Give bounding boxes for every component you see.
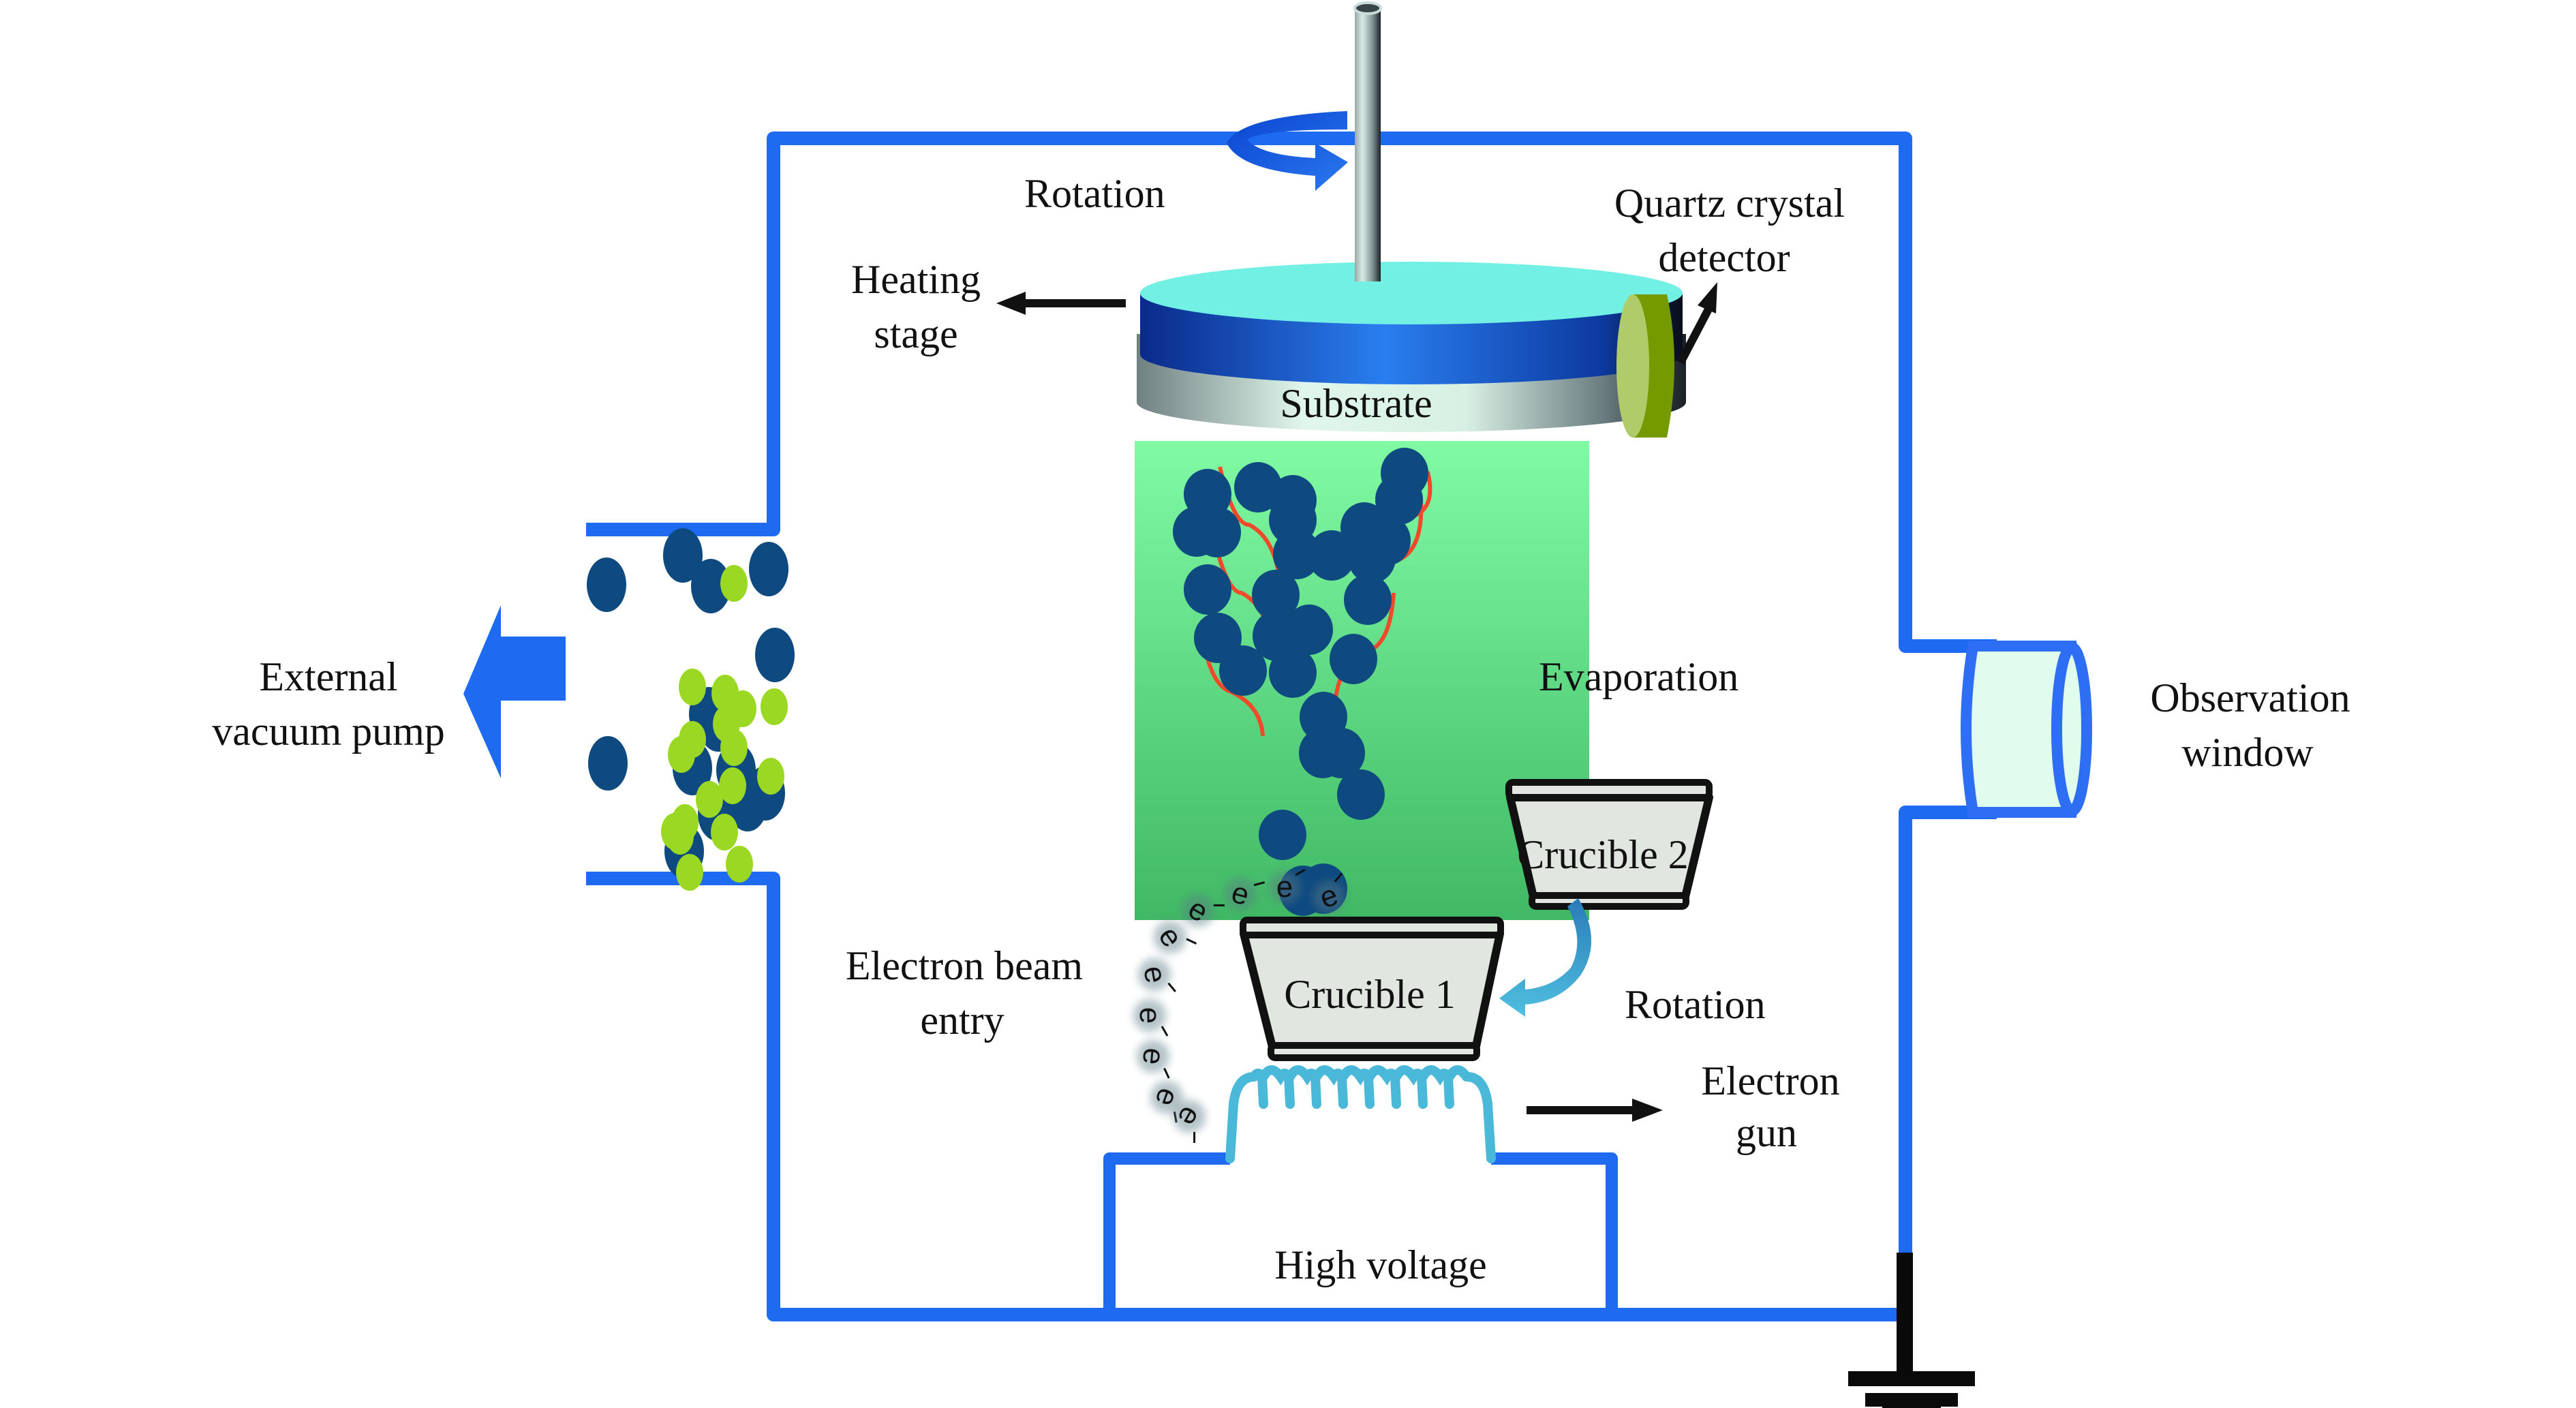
gas-particle-light bbox=[668, 736, 695, 773]
gas-particle-light bbox=[711, 814, 738, 851]
vapor-particle bbox=[1375, 474, 1423, 525]
gas-particle-dark bbox=[755, 628, 795, 682]
chamber-wall-right-lower bbox=[1899, 806, 1997, 1254]
electron: e bbox=[1136, 1040, 1171, 1079]
beam-entry-label-2: entry bbox=[920, 998, 1004, 1043]
quartz-arrow-icon bbox=[1676, 282, 1717, 365]
vapor-particle bbox=[1337, 769, 1385, 820]
vapor-particle bbox=[1344, 575, 1392, 625]
gas-particle-light bbox=[661, 813, 688, 850]
gas-particle-light bbox=[726, 846, 753, 883]
rotation-crucible-label: Rotation bbox=[1625, 982, 1766, 1027]
pump-arrow-icon bbox=[463, 605, 566, 778]
rotation-top-label: Rotation bbox=[1024, 171, 1165, 216]
vapor-particle bbox=[1299, 728, 1347, 778]
quartz-label-2: detector bbox=[1658, 235, 1790, 280]
substrate-label: Substrate bbox=[1280, 381, 1432, 426]
svg-text:e: e bbox=[1276, 870, 1293, 904]
gas-particle-dark bbox=[749, 542, 788, 596]
evaporated-particles bbox=[1173, 448, 1428, 916]
heating-stage-arrow-icon bbox=[996, 292, 1126, 315]
pump-label-2: vacuum pump bbox=[212, 709, 445, 754]
electron-gun-label-2: gun bbox=[1736, 1110, 1797, 1155]
coil-loops bbox=[1249, 1065, 1471, 1109]
electron: e bbox=[1224, 876, 1266, 912]
gas-particle-light bbox=[719, 767, 746, 804]
electron-gun-label-1: Electron bbox=[1701, 1058, 1839, 1103]
vapor-particle bbox=[1308, 530, 1355, 581]
electron: e bbox=[1313, 872, 1345, 915]
crucible-2-label: Crucible 2 bbox=[1517, 832, 1689, 877]
crucible-1 bbox=[1240, 917, 1504, 1061]
high-voltage-label: High voltage bbox=[1274, 1242, 1487, 1287]
rotation-arrow-crucible-icon bbox=[1499, 898, 1592, 1017]
svg-text:e: e bbox=[1136, 1047, 1171, 1067]
gas-particle-dark bbox=[587, 557, 626, 612]
gas-particle-dark bbox=[663, 528, 703, 583]
heating-stage-label-2: stage bbox=[874, 311, 957, 356]
observation-window-icon bbox=[1961, 641, 2092, 818]
vapor-particle bbox=[1273, 529, 1321, 579]
rotation-arrow-top-icon bbox=[1227, 111, 1348, 191]
observation-window-label-1: Observation bbox=[2150, 675, 2350, 720]
vapor-particle bbox=[1269, 647, 1317, 698]
gas-particle-light bbox=[679, 669, 706, 705]
evaporation-label: Evaporation bbox=[1539, 654, 1738, 699]
heating-stage-label-1: Heating bbox=[851, 257, 981, 302]
gas-particle-light bbox=[676, 854, 703, 891]
vapor-particle bbox=[1259, 810, 1306, 860]
gas-particle-dark bbox=[691, 559, 731, 613]
gas-particle-dark bbox=[588, 736, 628, 791]
crucible-2 bbox=[1505, 779, 1713, 910]
electron: e bbox=[1133, 999, 1169, 1037]
quartz-crystal-detector-icon bbox=[1616, 294, 1674, 438]
ground-bar-small bbox=[1882, 1404, 1941, 1408]
beam-entry-label-1: Electron beam bbox=[846, 943, 1083, 988]
electron: e bbox=[1268, 868, 1306, 904]
crucible-1-label: Crucible 1 bbox=[1284, 972, 1456, 1017]
electron: e bbox=[1171, 1100, 1208, 1143]
quartz-label-1: Quartz crystal bbox=[1614, 181, 1845, 226]
vapor-particle bbox=[1348, 533, 1396, 583]
filament-coil bbox=[1249, 1065, 1471, 1109]
vapor-particle bbox=[1219, 645, 1267, 696]
chamber-wall-upper bbox=[586, 132, 1997, 653]
svg-text:e: e bbox=[1133, 1007, 1167, 1024]
high-voltage-supply bbox=[1103, 1152, 1618, 1315]
vapor-particle bbox=[1252, 570, 1300, 620]
gas-particle-light bbox=[720, 729, 748, 766]
vapor-particle bbox=[1330, 634, 1377, 684]
heating-stage bbox=[1137, 262, 1686, 432]
observation-window-label-2: window bbox=[2181, 730, 2314, 775]
electron: e bbox=[1137, 958, 1176, 992]
electron-gun-arrow-icon bbox=[1527, 1099, 1663, 1122]
gas-particle-light bbox=[720, 565, 748, 602]
electron: e bbox=[1182, 891, 1225, 929]
gas-particle-light bbox=[761, 688, 788, 725]
vapor-particle bbox=[1184, 564, 1231, 615]
pumped-gas-particles bbox=[587, 528, 795, 891]
gas-particle-light bbox=[757, 758, 784, 795]
rotation-rod bbox=[1353, 1, 1382, 281]
pump-label-1: External bbox=[259, 654, 397, 699]
vapor-particle bbox=[1285, 604, 1333, 655]
vapor-particle bbox=[1173, 506, 1221, 557]
ground-icon bbox=[1848, 1253, 1975, 1407]
gas-particle-light bbox=[696, 781, 723, 818]
